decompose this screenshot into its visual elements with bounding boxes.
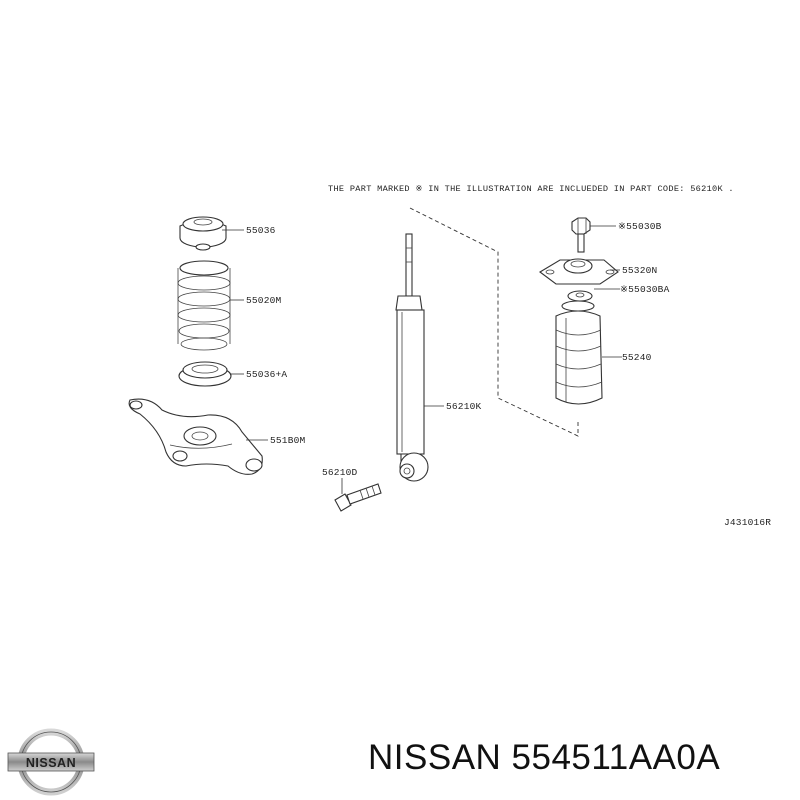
label-55036: 55036 [246, 225, 276, 236]
part-number-title: NISSAN 554511AA0A [368, 738, 721, 777]
strut-mount [539, 258, 619, 285]
upper-spring-seat [179, 216, 227, 251]
dust-boot [555, 300, 603, 405]
label-56210k: 56210K [446, 401, 482, 412]
nissan-logo: NISSAN [7, 728, 95, 796]
label-55030ba: ※55030BA [620, 284, 670, 295]
included-parts-note: THE PART MARKED ※ IN THE ILLUSTRATION AR… [328, 184, 734, 194]
lower-link-arm [128, 398, 263, 475]
label-551b0m: 551B0M [270, 435, 306, 446]
washer [567, 290, 593, 302]
top-nut [571, 217, 591, 253]
label-56210d: 56210D [322, 467, 358, 478]
lower-spring-seat [178, 361, 232, 387]
drawing-code: J431016R [724, 517, 771, 528]
label-55030b: ※55030B [618, 221, 662, 232]
kit-boundary-line [409, 207, 579, 437]
coil-spring [177, 260, 231, 351]
label-55020m: 55020M [246, 295, 282, 306]
logo-wordmark: NISSAN [26, 756, 76, 770]
mounting-bolt [334, 483, 382, 512]
label-55240: 55240 [622, 352, 652, 363]
shock-absorber [395, 233, 429, 482]
label-55320n: 55320N [622, 265, 657, 276]
label-55036a: 55036+A [246, 369, 287, 380]
